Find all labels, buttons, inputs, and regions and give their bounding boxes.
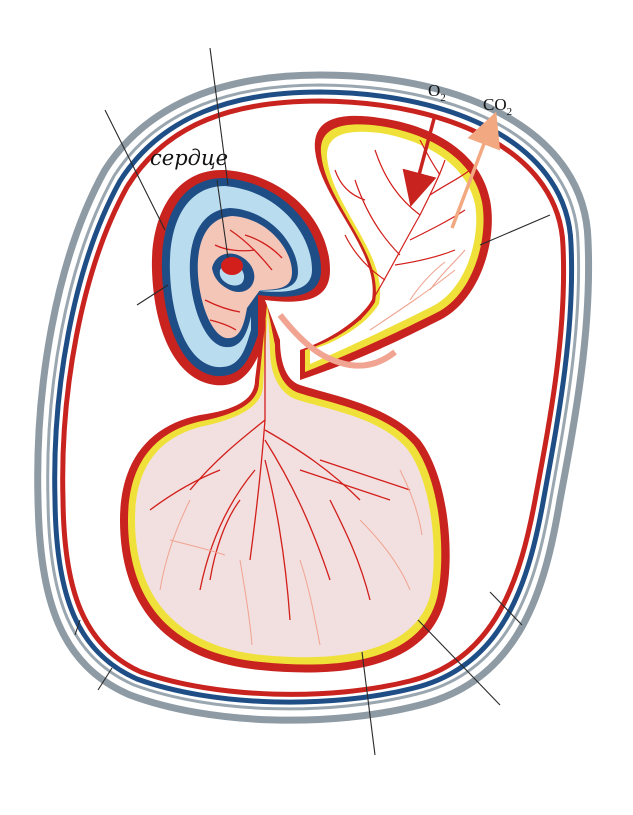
o2-arrow [402, 114, 437, 207]
leader-lines [74, 47, 551, 756]
shell-membrane-outer [46, 83, 581, 711]
co2-label: CO2 [483, 95, 512, 118]
yolk-vessels [149, 320, 411, 621]
yolk [135, 310, 434, 658]
yolk-vessels-light [159, 469, 423, 646]
yolk-sac [120, 300, 450, 673]
amnion-and-embryo [151, 169, 330, 386]
co2-arrow [450, 111, 501, 229]
allantois-vessels-light [369, 249, 466, 331]
shell-outer [34, 71, 593, 724]
o2-label: O2 [428, 81, 446, 104]
gas-arrows [402, 111, 501, 229]
chorion-blue [52, 89, 575, 705]
heart-shape [221, 257, 243, 275]
heart-label: сердце [150, 146, 228, 170]
allantois-stalk [277, 313, 397, 369]
embryo-vessels [204, 229, 283, 331]
